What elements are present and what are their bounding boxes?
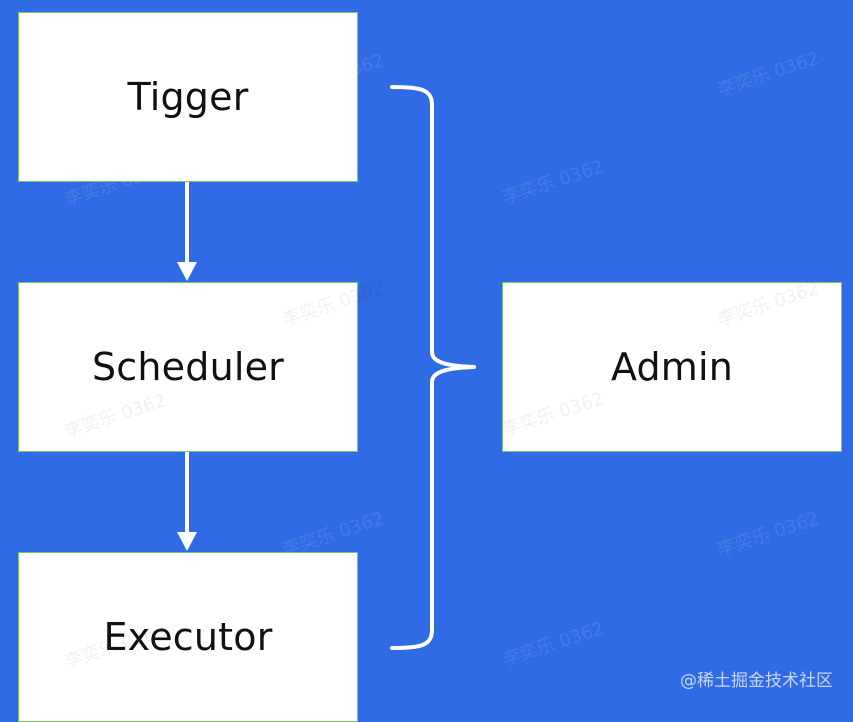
arrowhead-executor [177, 532, 197, 551]
trigger-label: Tigger [127, 75, 249, 119]
executor-node: Executor [18, 552, 358, 722]
watermark-text: 李奕乐 0362 [714, 508, 822, 561]
watermark-text: 李奕乐 0362 [714, 48, 822, 101]
admin-node: Admin [502, 282, 842, 452]
watermark-text: 李奕乐 0362 [499, 156, 607, 209]
scheduler-label: Scheduler [91, 345, 285, 389]
watermark-text: 李奕乐 0362 [499, 618, 607, 671]
footer-watermark: @稀土掘金技术社区 [680, 671, 833, 691]
executor-label: Executor [103, 615, 273, 659]
trigger-node: Tigger [18, 12, 358, 182]
admin-label: Admin [610, 345, 734, 389]
arrowhead-scheduler [177, 262, 197, 281]
grouping-brace [390, 85, 476, 650]
scheduler-node: Scheduler [18, 282, 358, 452]
